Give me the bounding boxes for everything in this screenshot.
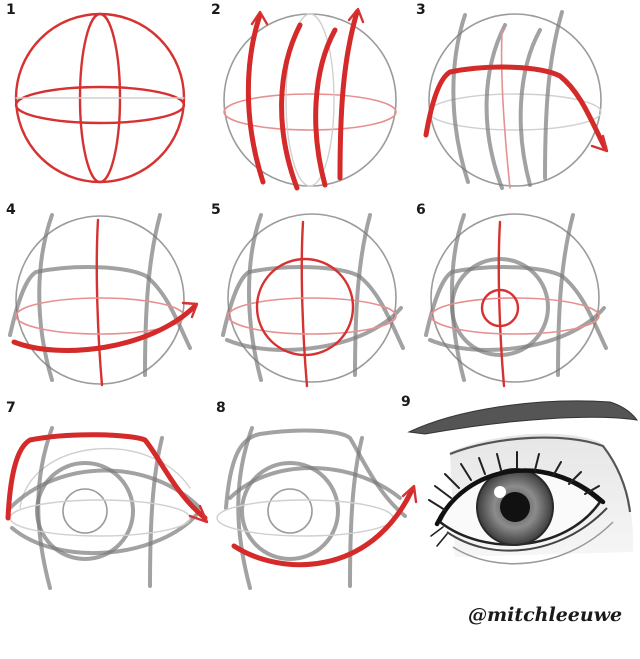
step-6: 6 — [410, 200, 615, 400]
step-number: 7 — [6, 400, 16, 416]
step-8: 8 — [210, 398, 418, 598]
step-4-sphere-drawing — [8, 213, 199, 387]
step-9-eye-illustration — [407, 400, 639, 565]
step-number: 2 — [211, 2, 221, 18]
step-5-sphere-drawing — [221, 213, 405, 388]
step-3-sphere-drawing — [423, 10, 609, 190]
artist-signature: @mitchleeuwe — [468, 604, 623, 626]
eye-highlight — [494, 486, 506, 498]
step-1-sphere-drawing — [14, 12, 186, 184]
step-1: 1 — [0, 0, 205, 200]
step-number: 4 — [6, 202, 16, 218]
step-number: 1 — [6, 2, 16, 18]
step-7-eye-drawing — [5, 426, 209, 590]
step-number: 8 — [216, 400, 226, 416]
step-2-sphere-drawing — [223, 7, 397, 191]
step-number: 3 — [416, 2, 426, 18]
step-number: 6 — [416, 202, 426, 218]
step-8-eye-drawing — [216, 426, 418, 590]
step-6-sphere-drawing — [424, 213, 608, 388]
step-9: 9 — [395, 392, 640, 602]
step-4: 4 — [0, 200, 205, 400]
pupil — [500, 492, 530, 522]
step-2: 2 — [205, 0, 410, 200]
step-number: 5 — [211, 202, 221, 218]
step-number: 9 — [401, 394, 411, 410]
step-7: 7 — [0, 398, 209, 598]
step-3: 3 — [410, 0, 615, 200]
step-5: 5 — [205, 200, 410, 400]
